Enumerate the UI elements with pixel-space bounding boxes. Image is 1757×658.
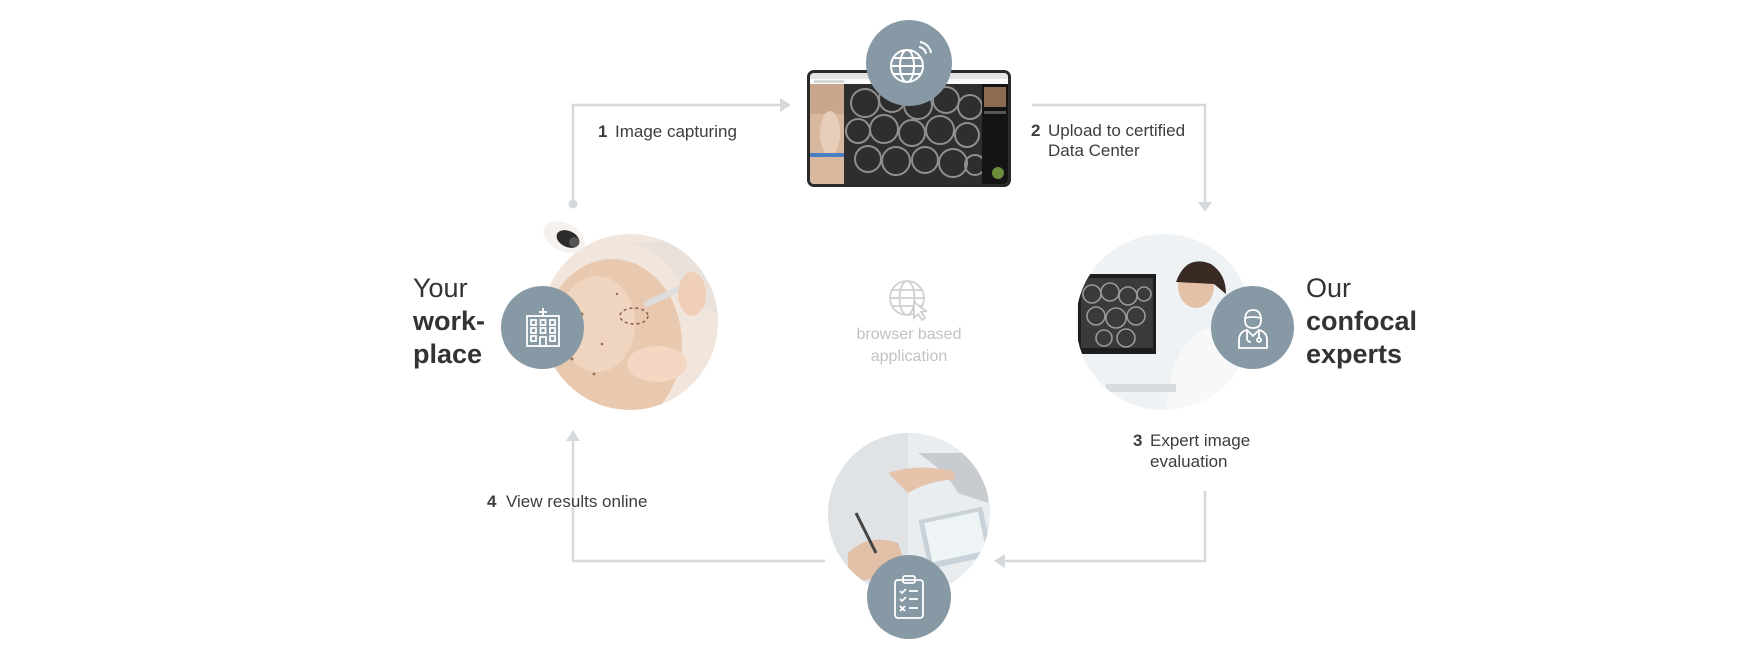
arrow-head-up [566,430,580,441]
arrow-head-right [780,98,791,112]
experts-title-bold-2: experts [1306,339,1403,369]
arrow-head-down [1198,202,1212,212]
step-1-number: 1 [598,122,608,141]
arrow-head-left [994,554,1005,568]
step-4-number: 4 [487,492,497,511]
experts-title-bold-1: confocal [1306,306,1418,336]
step-2-text-line-1: Upload to certified [1048,121,1186,140]
step-1-text: Image capturing [615,122,737,141]
step-3-text-line-2: evaluation [1150,452,1228,471]
connector-step-4 [571,440,825,563]
step-2-text-line-2: Data Center [1048,141,1140,160]
hospital-building-icon [501,286,584,369]
step-3-text-line-1: Expert image [1150,431,1251,450]
connector-step-2 [1032,103,1207,203]
step-4-text: View results online [506,492,648,511]
dermatoscope-device [538,215,594,257]
connector-start-dot [568,199,578,209]
clipboard-checklist-icon [867,555,951,639]
center-caption-line-2: application [870,348,948,365]
globe-wifi-icon [866,20,952,106]
experts-title-light: Our [1306,273,1352,303]
step-3-number: 3 [1133,431,1143,450]
step-2-number: 2 [1031,121,1041,140]
globe-cursor-icon [887,278,931,322]
doctor-icon [1211,286,1294,369]
center-caption: browser based application [829,324,989,368]
workplace-title-light: Your [413,273,468,303]
connector-step-1 [571,103,780,204]
workplace-title-bold-2: place [413,339,483,369]
workplace-title-bold-1: work- [413,306,486,336]
workplace-title: Your work- place [413,272,485,371]
experts-title: Our confocal experts [1306,272,1417,371]
connector-step-3 [1003,491,1207,563]
center-caption-line-1: browser based [856,326,962,343]
